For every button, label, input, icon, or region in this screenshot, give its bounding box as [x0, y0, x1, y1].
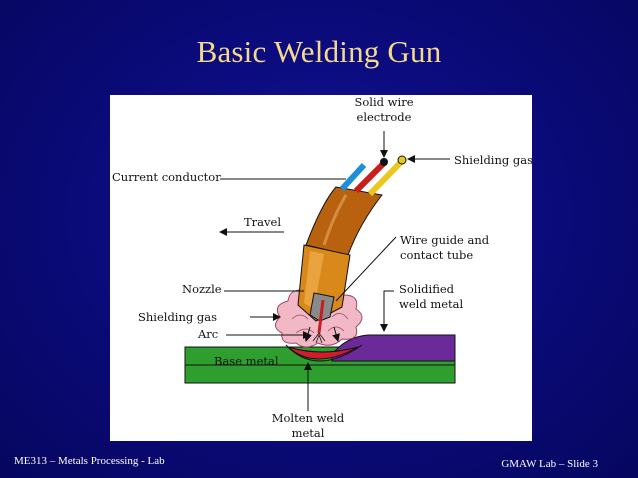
footer-slide-number: GMAW Lab – Slide 3	[501, 458, 598, 470]
label-solid-wire-line2: electrode	[357, 110, 412, 124]
footer-course-name: ME313 – Metals Processing - Lab	[14, 455, 165, 467]
label-wire-guide-line2: contact tube	[400, 248, 473, 262]
label-solid-wire-line1: Solid wire	[355, 95, 414, 109]
label-shielding-gas-top: Shielding gas	[454, 153, 532, 167]
label-solidified-line2: weld metal	[399, 297, 464, 311]
label-molten-line1: Molten weld	[272, 411, 345, 425]
molten-weld-pool	[287, 346, 359, 360]
solidified-weld-bead	[331, 334, 456, 362]
slide-title: Basic Welding Gun	[196, 34, 442, 69]
wire-yellow	[367, 158, 405, 197]
label-base-metal: Base metal	[214, 354, 279, 368]
wire-electrode	[317, 299, 325, 334]
label-shielding-gas-left: Shielding gas	[138, 310, 217, 324]
arc-lines	[312, 332, 326, 344]
welding-gun-diagram: Solid wire electrode Shielding gas Curre…	[110, 95, 532, 441]
label-solidified-line1: Solidified	[399, 282, 455, 296]
label-wire-guide-line1: Wire guide and	[400, 233, 490, 247]
label-arc: Arc	[197, 327, 218, 341]
diagram-canvas: Solid wire electrode Shielding gas Curre…	[112, 95, 532, 440]
wire-red	[353, 160, 387, 194]
label-molten-line2: metal	[292, 426, 325, 440]
label-travel: Travel	[244, 215, 281, 229]
wire-blue	[339, 162, 367, 192]
label-current-conductor: Current conductor	[112, 170, 221, 184]
label-nozzle: Nozzle	[182, 282, 222, 296]
